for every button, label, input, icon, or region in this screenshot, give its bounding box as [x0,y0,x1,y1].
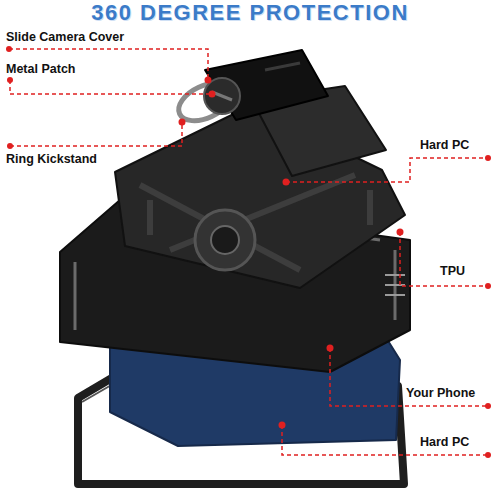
leader-lines [9,49,488,455]
leader-dot [7,77,13,83]
leader-line [282,425,488,455]
leader-line [330,348,488,406]
part-label: Ring Kickstand [6,152,97,167]
leader-dot [485,155,491,161]
leader-dot [7,143,13,149]
part-label: Hard PC [420,435,469,450]
leader-dot [6,46,12,52]
leader-dot [205,77,212,84]
leader-line [10,80,212,94]
shell-pattern [140,175,370,270]
page-title: 360 DEGREE PROTECTION [0,0,500,26]
leader-dot [485,283,491,289]
leader-dot [279,422,286,429]
part-label: Hard PC [420,138,469,153]
part-label: TPU [440,264,465,279]
part-label: Metal Patch [6,62,75,77]
leader-dot [397,229,404,236]
part-label: Slide Camera Cover [6,30,124,45]
metal-patch [204,78,240,114]
camera-cover [205,50,328,120]
leader-dot [485,403,491,409]
leader-line [286,158,488,182]
part-label: Your Phone [406,386,475,401]
kickstand-base [195,210,255,270]
leader-dot [485,452,491,458]
leader-dots [6,46,491,458]
leader-dot [327,345,334,352]
tpu-grip [385,275,405,295]
leader-dot [209,91,216,98]
leader-dot [283,179,290,186]
leader-dot [179,119,186,126]
leader-line [10,122,182,146]
leader-line [400,232,488,286]
cover-ridge [265,63,300,70]
kickstand-hub [211,226,239,254]
